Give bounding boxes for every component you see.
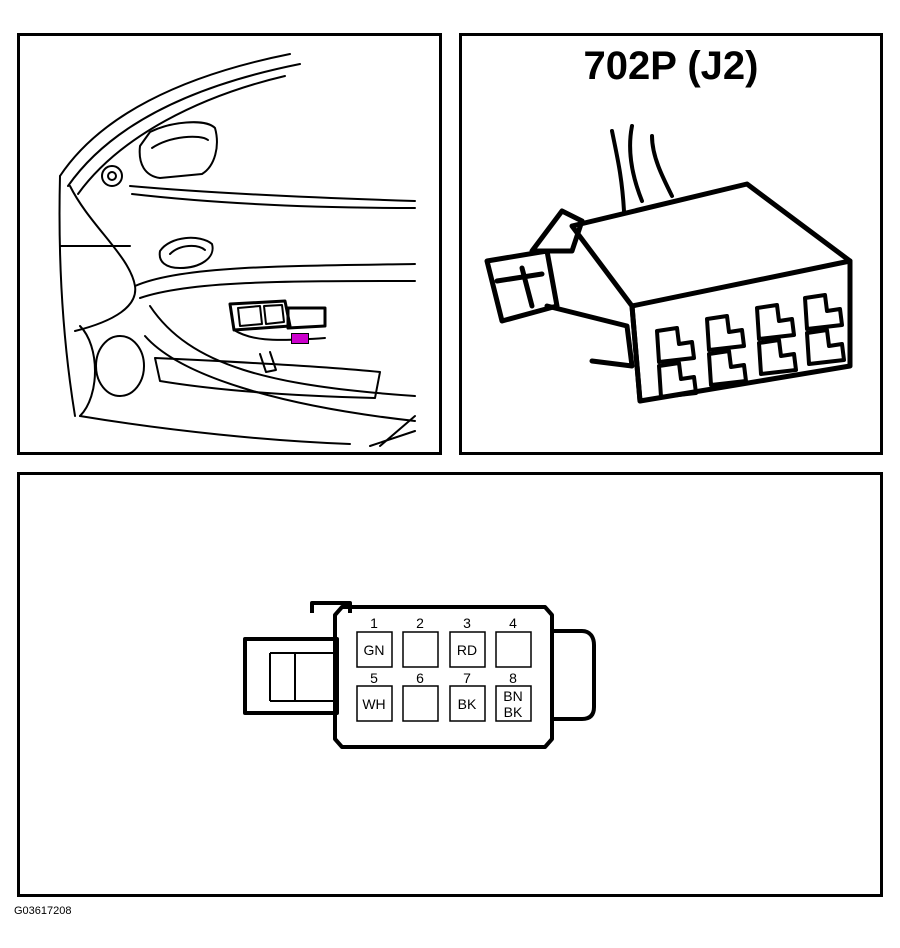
pin-number-5: 5: [370, 670, 378, 686]
figure-code: G03617208: [14, 905, 72, 917]
pin-color-3: RD: [457, 642, 477, 658]
pin-cell-5: [356, 685, 393, 722]
pin-color-8-line2: BK: [504, 704, 523, 720]
pin-color-8-line1: BN: [503, 688, 522, 704]
door-location-panel: [17, 33, 442, 455]
pin-cell-4: [495, 631, 532, 668]
connector-illustration: [484, 124, 853, 404]
pin-color-5: WH: [362, 696, 385, 712]
pin-number-8: 8: [509, 670, 517, 686]
pin-number-4: 4: [509, 615, 517, 631]
pin-number-6: 6: [416, 670, 424, 686]
pin-number-2: 2: [416, 615, 424, 631]
pin-cell-8: [495, 685, 532, 722]
pin-cell-1: [356, 631, 393, 668]
pin-cell-7: [449, 685, 486, 722]
pin-color-1: GN: [364, 642, 385, 658]
door-illustration: [58, 53, 416, 447]
pin-number-7: 7: [463, 670, 471, 686]
pin-cell-3: [449, 631, 486, 668]
pin-color-7: BK: [458, 696, 477, 712]
pinout-diagram: 1 2 3 4 5 6 7 8 GN RD WH BK BN BK: [243, 601, 596, 749]
connector-view-panel: 702P (J2): [459, 33, 883, 455]
pin-number-1: 1: [370, 615, 378, 631]
pin-cell-2: [402, 631, 439, 668]
connector-title: 702P (J2): [583, 44, 759, 88]
pin-number-3: 3: [463, 615, 471, 631]
pinout-panel: 1 2 3 4 5 6 7 8 GN RD WH BK BN BK: [17, 472, 883, 897]
connector-location-highlight: [291, 333, 309, 344]
pin-cell-6: [402, 685, 439, 722]
